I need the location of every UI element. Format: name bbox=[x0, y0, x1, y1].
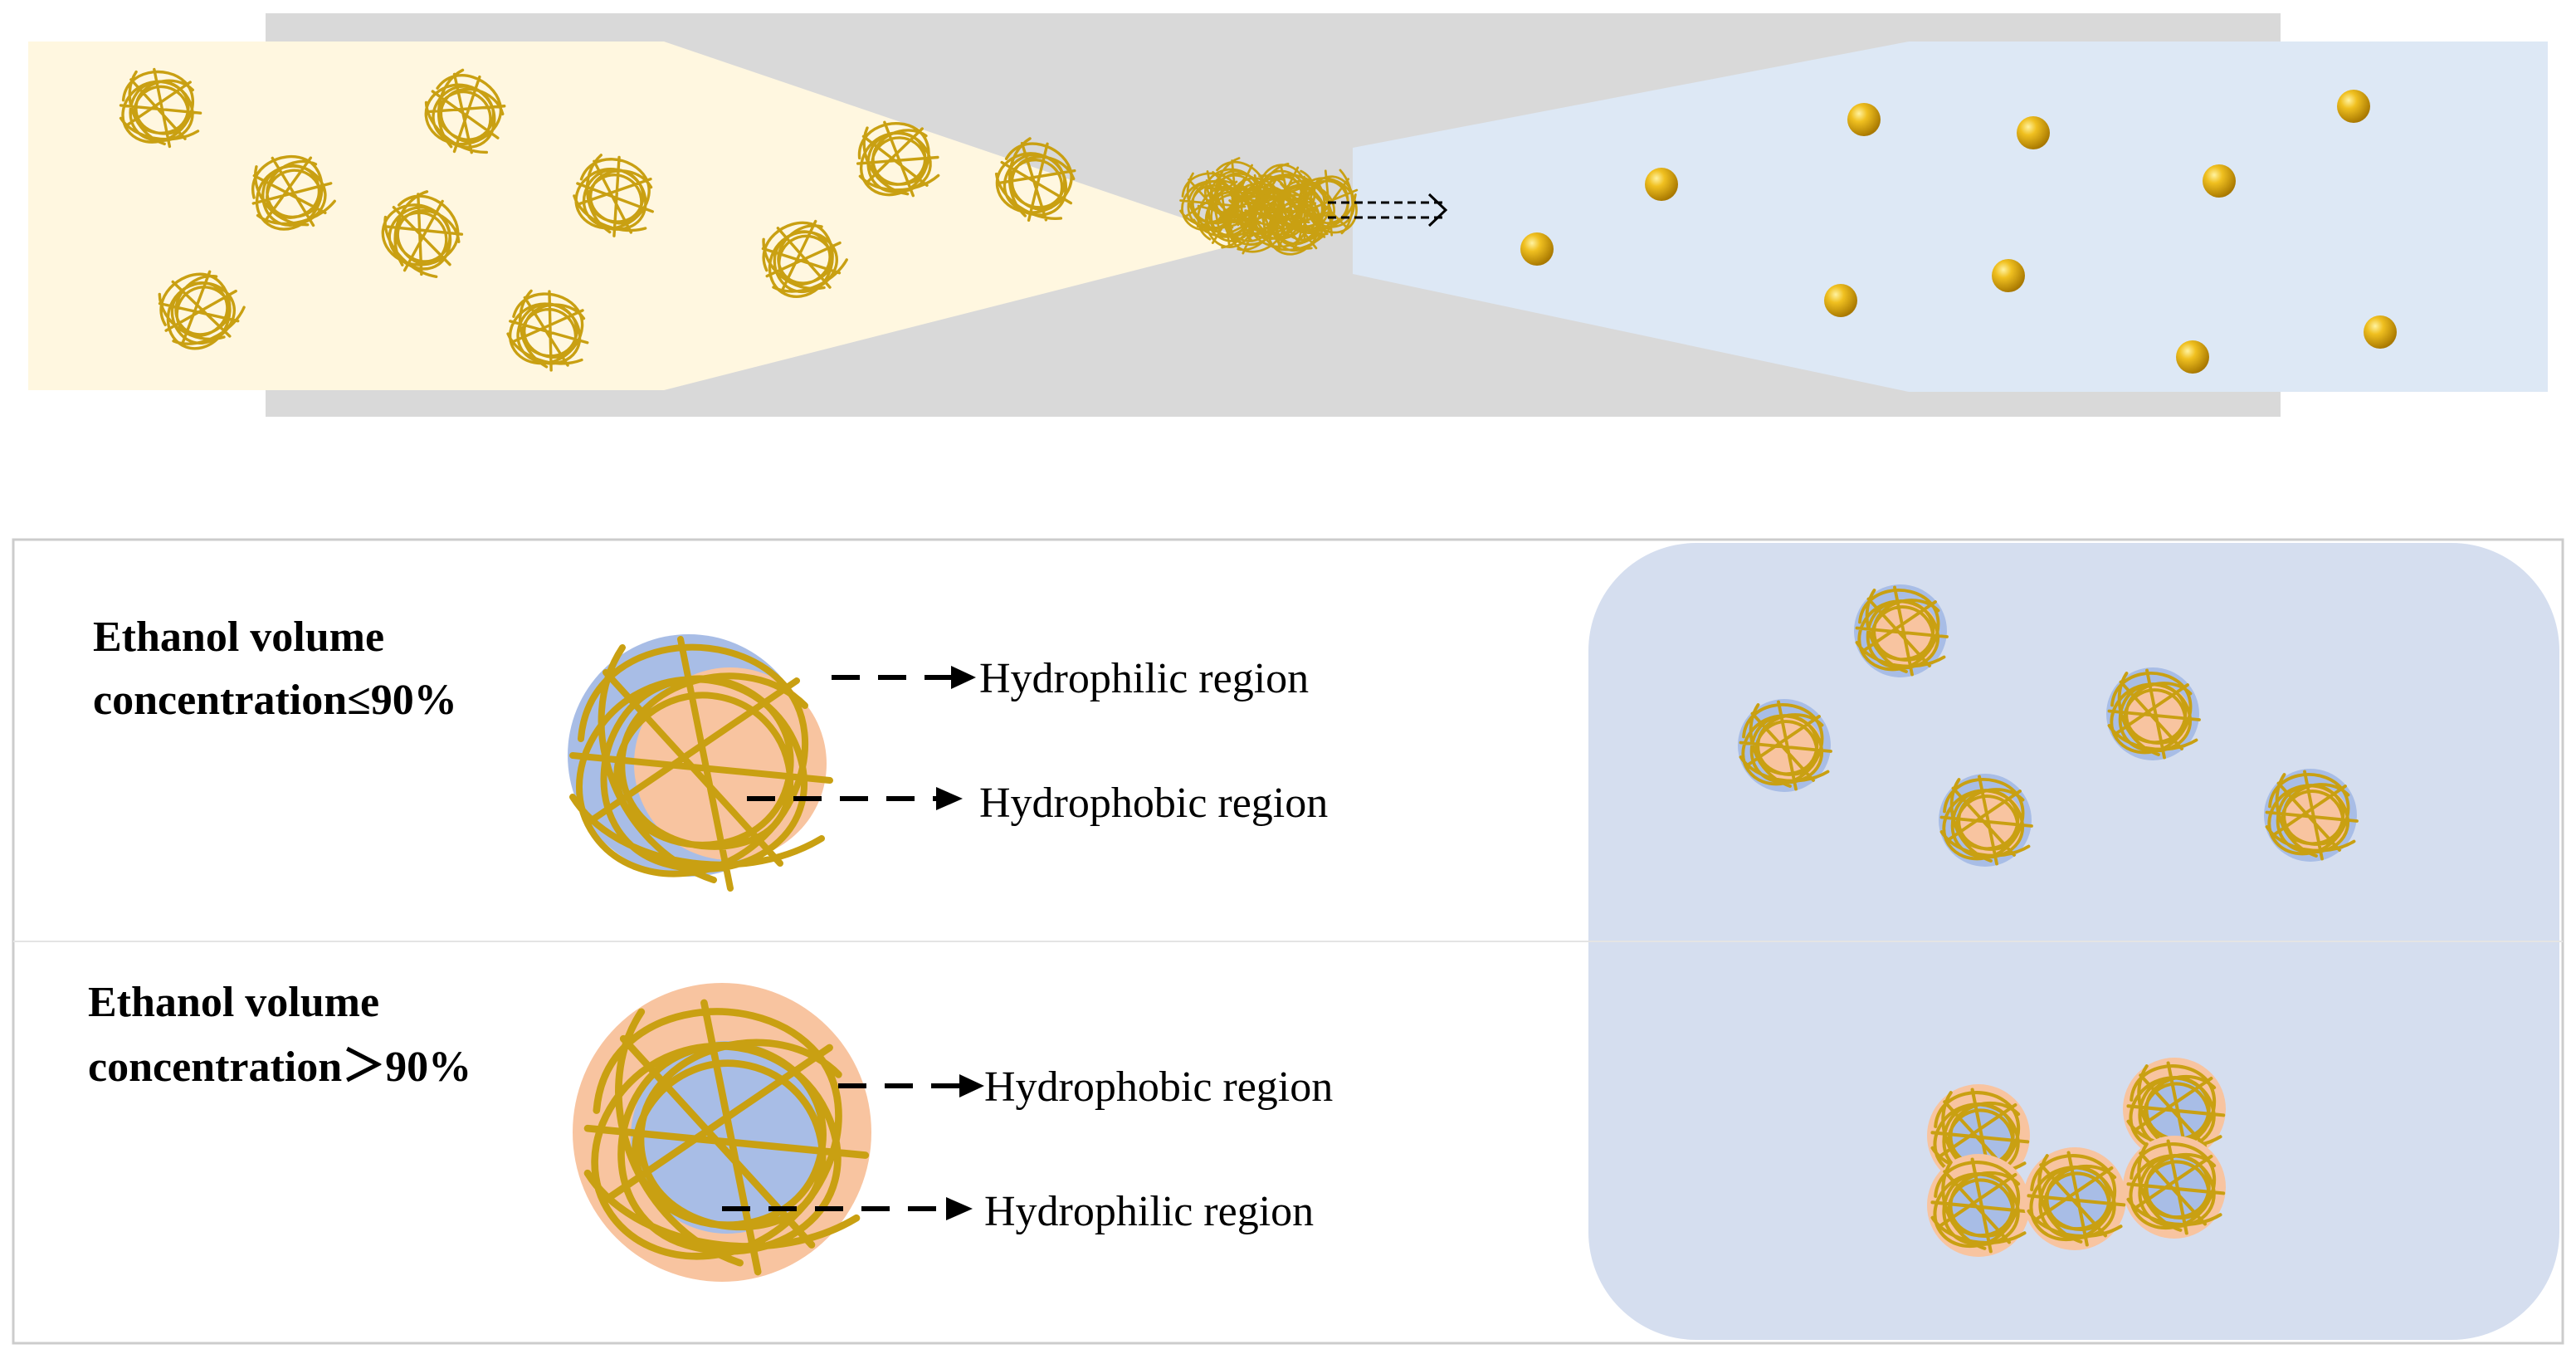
aqueous-outlet-stream bbox=[1353, 42, 2548, 392]
condition-low-ethanol: Ethanol volume concentration≤90% Hydroph… bbox=[93, 613, 1328, 888]
condition-heading-line1: Ethanol volume bbox=[93, 613, 384, 661]
condition-heading-line1: Ethanol volume bbox=[88, 979, 379, 1026]
gold-sphere-icon bbox=[2176, 340, 2209, 374]
inner-arrowhead bbox=[946, 1197, 973, 1220]
inner-arrowhead bbox=[936, 787, 963, 810]
gold-sphere-icon bbox=[2203, 164, 2236, 198]
condition-heading-line2: concentration＞90% bbox=[88, 1044, 471, 1091]
inner-region-label: Hydrophilic region bbox=[984, 1188, 1314, 1235]
gold-sphere-icon bbox=[1824, 284, 1857, 317]
gold-sphere-icon bbox=[1645, 168, 1678, 201]
gold-sphere-icon bbox=[1520, 232, 1554, 266]
dispersed-nanoparticles bbox=[1738, 584, 2359, 867]
gold-sphere-icon bbox=[2017, 116, 2050, 149]
outer-region-label: Hydrophilic region bbox=[979, 655, 1309, 702]
particle-schematic-high bbox=[573, 983, 871, 1282]
gold-sphere-icon bbox=[1847, 103, 1881, 136]
gold-sphere-icon bbox=[2337, 90, 2370, 123]
condition-heading-line2: concentration≤90% bbox=[93, 677, 457, 724]
outer-region-label: Hydrophobic region bbox=[984, 1063, 1333, 1111]
inner-region-label: Hydrophobic region bbox=[979, 780, 1328, 827]
aggregated-nanoparticles bbox=[1927, 1058, 2226, 1257]
gold-sphere-icon bbox=[1992, 259, 2025, 292]
flow-arrow bbox=[1328, 193, 1448, 227]
outer-arrowhead bbox=[959, 1074, 984, 1097]
outer-arrowhead bbox=[951, 666, 976, 689]
gold-sphere-icon bbox=[2364, 315, 2397, 349]
particle-schematic-low bbox=[568, 634, 830, 888]
hydrophilic-core bbox=[631, 1041, 823, 1234]
nanoparticles-group bbox=[1520, 90, 2397, 374]
condition-high-ethanol: Ethanol volume concentration＞90% Hydroph… bbox=[88, 979, 1333, 1282]
